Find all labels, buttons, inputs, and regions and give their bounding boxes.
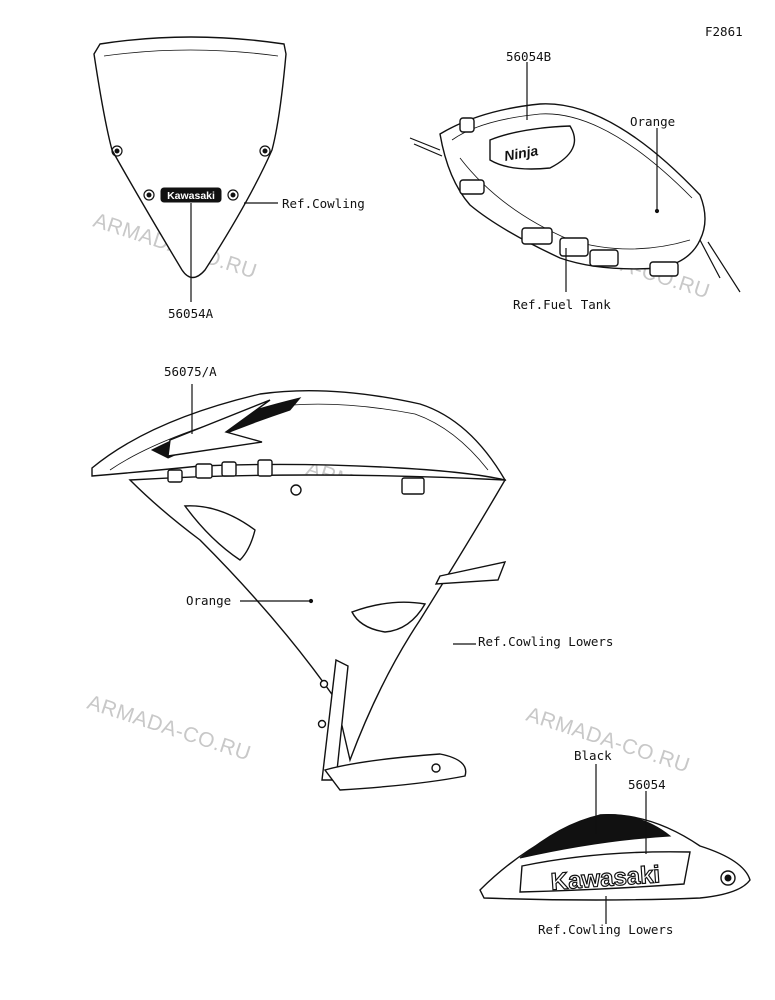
windscreen-decal [160, 187, 222, 203]
tank-ref-label: Ref.Fuel Tank [513, 297, 611, 312]
side-cowling-drawing [91, 384, 507, 791]
watermark: ARMADA-CO.RU [523, 703, 692, 778]
cowling-part-number: 56075/A [164, 364, 217, 379]
windscreen-logo: Kawasaki [167, 190, 215, 202]
tank-part-number: 56054B [506, 49, 551, 64]
tank-color-label: Orange [630, 114, 675, 129]
figure-code: F2861 [705, 24, 743, 39]
windscreen-ref-label: Ref.Cowling [282, 196, 365, 211]
lower-cowl-part-number: 56054 [628, 777, 666, 792]
cowling-color-label: Orange [186, 593, 231, 608]
windscreen-drawing: Kawasaki [93, 36, 287, 302]
tank-logo: Ninja [503, 142, 540, 164]
cowling-ref-label: Ref.Cowling Lowers [478, 634, 613, 649]
lower-cowl-ref-label: Ref.Cowling Lowers [538, 922, 673, 937]
windscreen-part-number: 56054A [168, 306, 214, 321]
fuel-tank-drawing: Ninja [409, 62, 741, 293]
lower-cowl-drawing: Kawasaki [479, 764, 751, 924]
lower-cowl-color-label: Black [574, 748, 612, 763]
watermark: ARMADA-CO.RU [84, 691, 253, 766]
